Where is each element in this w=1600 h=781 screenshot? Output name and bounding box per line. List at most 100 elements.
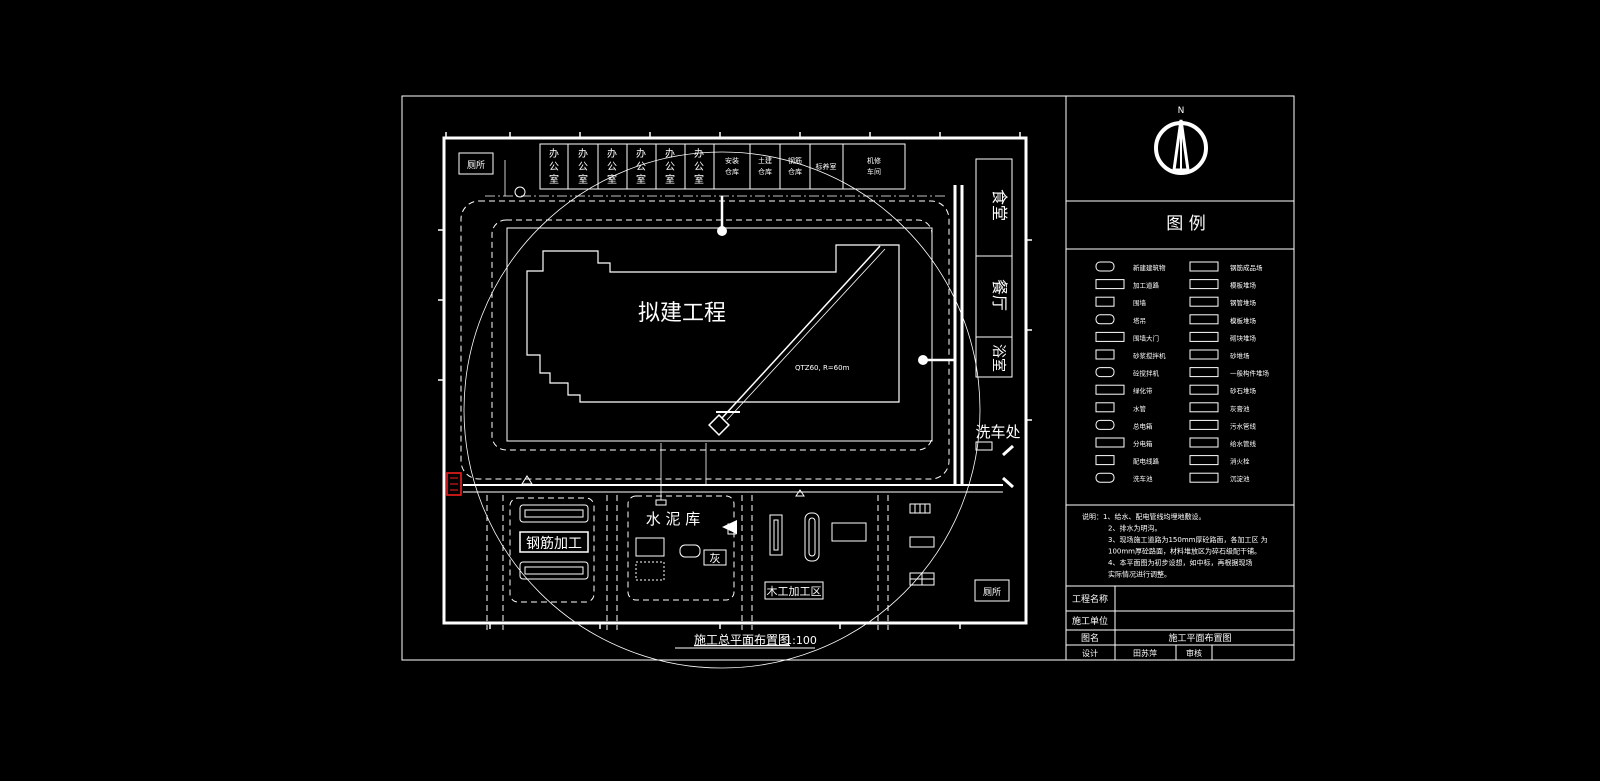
legend-symbol-icon (1189, 349, 1219, 360)
legend-item-label: 污水管线 (1230, 421, 1257, 430)
legend-item-label: 模板堆场 (1230, 281, 1257, 290)
note-line: 100mm厚砼路面，材料堆放区为碎石级配干铺。 (1108, 547, 1261, 556)
legend-symbol-icon (1095, 296, 1115, 307)
note-line: 说明：1、给水、配电管线均埋地敷设。 (1082, 512, 1205, 521)
canteen-label: 食堂 (990, 189, 1009, 221)
office-label: 办公室 (607, 147, 617, 186)
legend-item-label: 绿化带 (1133, 386, 1153, 395)
legend-symbol-icon (1095, 261, 1115, 272)
room-label: 安装仓库 (725, 156, 739, 176)
legend-item-label: 灰膏池 (1230, 404, 1250, 413)
legend-item-label: 洗车池 (1133, 474, 1153, 483)
legend-symbol-icon (1095, 349, 1115, 360)
note-line: 3、现场施工道路为150mm厚砼路面，各加工区 为 (1108, 535, 1268, 544)
construction-unit-label: 施工单位 (1072, 615, 1108, 627)
designer-label: 设计 (1082, 648, 1098, 658)
canteen-block (975, 158, 1013, 378)
wash-station-label: 洗车处 (975, 423, 1020, 441)
dining-hall-label: 餐厅 (990, 279, 1009, 311)
legend-item-label: 砌块堆场 (1230, 333, 1257, 342)
plan-scale: 1:100 (785, 634, 817, 647)
office-label: 办公室 (578, 147, 588, 186)
legend-item-label: 钢管堆场 (1230, 298, 1257, 307)
road-outer (460, 200, 950, 480)
site-gate-icon (446, 472, 462, 496)
legend-item-label: 消火栓 (1230, 457, 1250, 466)
office-label: 办公室 (694, 147, 704, 186)
crane-radius-circle (463, 151, 981, 669)
legend-item-label: 砂浆搅拌机 (1133, 351, 1166, 360)
note-line: 2、排水为明沟。 (1108, 524, 1161, 533)
legend-title: 图 例 (1166, 214, 1205, 234)
legend-symbol-icon (1189, 331, 1219, 342)
legend-symbol-icon (1189, 455, 1219, 466)
legend-item-label: 围墙 (1133, 298, 1147, 307)
water-tap-icon (918, 355, 928, 365)
legend-item-label: 配电线路 (1133, 457, 1160, 466)
legend-symbol-icon (1095, 419, 1115, 430)
legend-item-label: 钢筋成品场 (1230, 263, 1263, 272)
office-label: 办公室 (549, 147, 559, 186)
legend-symbol-icon (1189, 402, 1219, 413)
legend-item-label: 总电箱 (1133, 421, 1153, 430)
crane-label: QTZ60, R=60m (795, 364, 850, 372)
legend-item-label: 砂石堆场 (1230, 386, 1257, 395)
legend-symbol-icon (1189, 261, 1219, 272)
legend-item-label: 分电箱 (1133, 439, 1153, 448)
plan-title: 施工总平面布置图 (694, 633, 790, 647)
legend-item-label: 一般构件堆场 (1230, 369, 1270, 378)
room-label: 机修车间 (867, 156, 881, 176)
note-line: 4、本平面图为初步设想，如中标，再根据现场 (1108, 558, 1252, 567)
legend-item-label: 砂堆场 (1230, 351, 1250, 360)
legend-symbol-icon (1095, 331, 1125, 342)
legend-item-label: 给水管线 (1230, 439, 1257, 448)
office-row (539, 143, 906, 190)
legend-symbol-icon (1095, 367, 1115, 378)
legend-symbol-icon (1189, 437, 1219, 448)
wood-area-box (764, 581, 824, 600)
project-name-label: 工程名称 (1072, 593, 1108, 605)
cement-zone (627, 495, 735, 601)
main-building-label: 拟建工程 (638, 301, 726, 326)
lime-label: 灰 (710, 551, 721, 565)
legend-item-label: 新建建筑物 (1133, 263, 1166, 272)
steel-area-label: 钢筋加工 (526, 535, 582, 552)
legend-symbol-icon (1095, 384, 1125, 395)
legend-symbol-icon (1189, 419, 1219, 430)
legend-item-label: 沉淀池 (1230, 474, 1250, 483)
legend-item-label: 塔吊 (1133, 316, 1146, 325)
legend-item-label: 模板堆场 (1230, 316, 1257, 325)
legend-symbol-icon (1189, 314, 1219, 325)
office-label: 办公室 (665, 147, 675, 186)
room-label: 钢筋仓库 (788, 156, 802, 176)
room-label: 土建仓库 (758, 156, 772, 176)
wood-area-label: 木工加工区 (767, 585, 822, 598)
sheet-border (401, 95, 1295, 661)
legend-symbol-icon (1189, 384, 1219, 395)
drawing-name-label: 图名 (1081, 632, 1099, 644)
building-outline (526, 244, 900, 403)
legend-symbol-icon (1095, 314, 1115, 325)
legend-item-label: 加工道路 (1133, 281, 1160, 290)
legend-symbol-icon (1095, 437, 1125, 448)
room-label: 标养室 (816, 162, 837, 171)
hydrant-icon (521, 475, 533, 485)
legend-symbol-icon (1095, 472, 1115, 483)
north-label: N (1178, 106, 1185, 116)
water-tap-icon (717, 226, 727, 236)
legend-symbol-icon (1189, 296, 1219, 307)
crane-arm (721, 245, 881, 419)
north-arrow-icon (1154, 119, 1208, 175)
designer-value: 田苏萍 (1133, 648, 1157, 658)
legend-symbol-icon (1189, 472, 1219, 483)
drawing-name-value: 施工平面布置图 (1168, 632, 1231, 644)
legend-symbol-icon (1189, 367, 1219, 378)
bathroom-label: 浴室 (990, 344, 1007, 372)
cement-store-label: 水 泥 库 (646, 510, 701, 528)
toilet-bottom-label: 厕所 (983, 587, 1001, 598)
office-label: 办公室 (636, 147, 646, 186)
legend-symbol-icon (1095, 455, 1115, 466)
tower-crane-icon (708, 414, 730, 436)
legend-symbol-icon (1095, 402, 1115, 413)
